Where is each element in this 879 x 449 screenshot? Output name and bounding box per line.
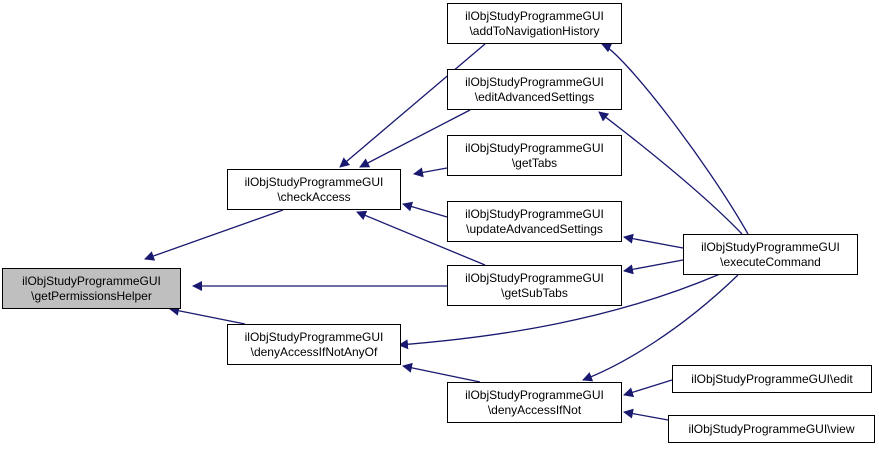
node-class-label: ilObjStudyProgrammeGUI <box>465 74 604 89</box>
node-class-label: ilObjStudyProgrammeGUI <box>465 8 604 23</box>
node-method-label: \getPermissionsHelper <box>31 288 152 303</box>
node-label: ilObjStudyProgrammeGUI\view <box>688 421 855 436</box>
node-class-label: ilObjStudyProgrammeGUI <box>244 329 384 344</box>
node-deny-access-if-not-any-of[interactable]: ilObjStudyProgrammeGUI \denyAccessIfNotA… <box>227 324 401 365</box>
node-method-label: \denyAccessIfNot <box>487 402 582 417</box>
node-class-label: ilObjStudyProgrammeGUI <box>465 206 604 221</box>
node-get-permissions-helper[interactable]: ilObjStudyProgrammeGUI \getPermissionsHe… <box>2 268 181 309</box>
edge-check-access-to-get-permissions-helper <box>144 209 284 261</box>
edge-execute-command-to-add-to-navigation-history <box>601 43 749 235</box>
edge-edit-advanced-settings-to-check-access <box>359 109 471 168</box>
node-view[interactable]: ilObjStudyProgrammeGUI\view <box>668 415 875 443</box>
edge-get-tabs-to-check-access <box>413 167 448 178</box>
node-get-tabs[interactable]: ilObjStudyProgrammeGUI \getTabs <box>447 135 622 176</box>
node-add-to-navigation-history[interactable]: ilObjStudyProgrammeGUI \addToNavigationH… <box>447 3 622 44</box>
edge-add-to-navigation-history-to-check-access <box>339 43 486 168</box>
node-class-label: ilObjStudyProgrammeGUI <box>22 273 161 288</box>
edge-get-sub-tabs-to-check-access <box>356 210 486 266</box>
edge-edit-to-deny-access-if-not <box>623 379 673 398</box>
node-class-label: ilObjStudyProgrammeGUI <box>465 387 604 402</box>
edge-deny-access-if-not-to-deny-access-if-not-any-of <box>402 362 481 383</box>
node-check-access[interactable]: ilObjStudyProgrammeGUI \checkAccess <box>227 169 401 210</box>
node-update-advanced-settings[interactable]: ilObjStudyProgrammeGUI \updateAdvancedSe… <box>447 201 622 242</box>
node-label: ilObjStudyProgrammeGUI\edit <box>691 371 853 386</box>
edge-execute-command-to-get-sub-tabs <box>623 259 684 275</box>
node-method-label: \getSubTabs <box>501 285 568 300</box>
node-class-label: ilObjStudyProgrammeGUI <box>465 140 604 155</box>
node-edit[interactable]: ilObjStudyProgrammeGUI\edit <box>672 365 872 393</box>
node-execute-command[interactable]: ilObjStudyProgrammeGUI \executeCommand <box>683 234 858 275</box>
node-method-label: \denyAccessIfNotAnyOf <box>250 344 378 359</box>
node-get-sub-tabs[interactable]: ilObjStudyProgrammeGUI \getSubTabs <box>447 265 622 306</box>
edge-update-advanced-settings-to-check-access <box>402 201 448 218</box>
node-class-label: ilObjStudyProgrammeGUI <box>244 174 384 189</box>
edge-view-to-deny-access-if-not <box>623 408 669 421</box>
edge-execute-command-to-deny-access-if-not-any-of <box>398 273 721 350</box>
node-class-label: ilObjStudyProgrammeGUI <box>465 270 604 285</box>
node-method-label: \getTabs <box>511 155 558 170</box>
edge-execute-command-to-deny-access-if-not <box>582 274 739 382</box>
node-class-label: ilObjStudyProgrammeGUI <box>701 239 840 254</box>
node-method-label: \executeCommand <box>720 254 821 269</box>
edge-deny-access-if-not-any-of-to-get-permissions-helper <box>169 305 246 325</box>
edge-execute-command-to-edit-advanced-settings <box>598 111 743 235</box>
node-method-label: \addToNavigationHistory <box>469 23 600 38</box>
node-method-label: \updateAdvancedSettings <box>466 221 603 236</box>
node-method-label: \editAdvancedSettings <box>474 89 595 104</box>
edge-execute-command-to-update-advanced-settings <box>623 233 684 249</box>
node-edit-advanced-settings[interactable]: ilObjStudyProgrammeGUI \editAdvancedSett… <box>447 69 622 110</box>
node-deny-access-if-not[interactable]: ilObjStudyProgrammeGUI \denyAccessIfNot <box>447 382 622 423</box>
node-method-label: \checkAccess <box>277 189 351 204</box>
